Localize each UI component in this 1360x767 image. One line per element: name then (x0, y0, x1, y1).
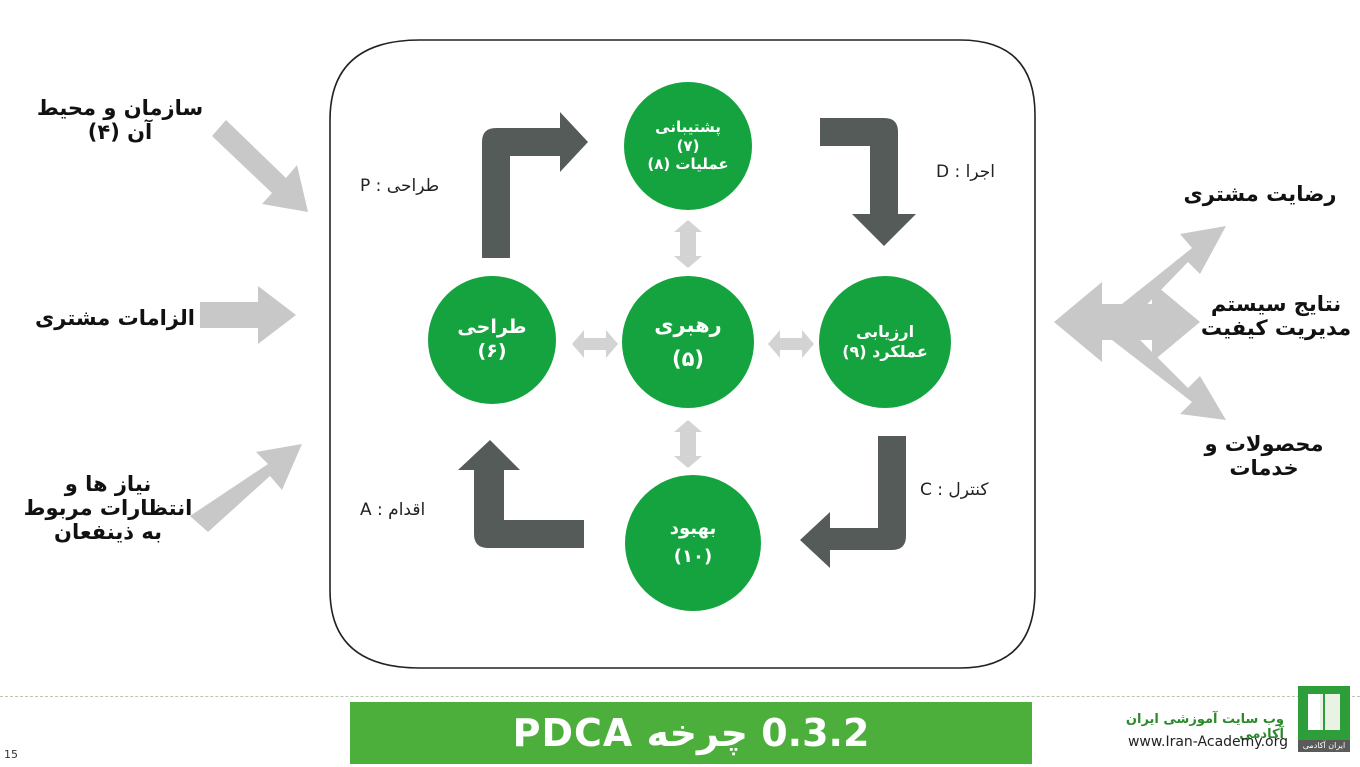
node-evaluation: ارزیابی عملکرد (۹) (819, 276, 951, 408)
input-stakeholder-needs-label: نیاز ها و انتظارات مربوط به ذینفعان (23, 472, 193, 545)
cycle-arrow-plan-to-do (482, 112, 588, 258)
node-evaluation-line1: ارزیابی (855, 322, 915, 341)
output-customer-satisfaction-label: رضایت مشتری (1183, 182, 1337, 206)
node-evaluation-circle (819, 276, 951, 408)
output-arrow-qms-results (1054, 282, 1200, 362)
output-qms-results-label: نتایج سیستم مدیریت کیفیت (1200, 292, 1352, 341)
node-improvement: بهبود (۱۰) (625, 475, 761, 611)
slide-title-bar: 0.3.2 چرخه PDCA (350, 702, 1032, 764)
cycle-arrow-do-to-check (820, 118, 916, 246)
node-improvement-circle (625, 475, 761, 611)
node-support-line3: عملیات (۸) (647, 155, 729, 174)
node-planning: طراحی (۶) (428, 276, 556, 404)
link-leadership-support (674, 220, 702, 268)
node-planning-line2: (۶) (477, 340, 507, 362)
input-org-context-label: سازمان و محیط آن (۴) (36, 96, 204, 145)
cycle-arrow-act-to-plan (458, 440, 584, 548)
output-arrow-customer-satisfaction (1112, 226, 1226, 326)
input-arrow-stakeholder-needs (190, 444, 302, 532)
link-leadership-evaluation (768, 330, 814, 358)
output-products-services-label: محصولات و خدمات (1204, 432, 1324, 481)
link-leadership-planning (572, 330, 618, 358)
output-arrow-products-services (1112, 326, 1226, 420)
node-improvement-line2: (۱۰) (673, 546, 713, 567)
node-planning-circle (428, 276, 556, 404)
cycle-arrow-check-to-act (800, 436, 906, 568)
node-evaluation-line2: عملکرد (۹) (842, 342, 928, 361)
node-improvement-line1: بهبود (669, 517, 717, 539)
node-support-line1: پشتیبانی (655, 117, 721, 136)
node-support: پشتیبانی (۷) عملیات (۸) (624, 82, 752, 210)
phase-check-label: C : کنترل (920, 480, 989, 500)
page-number: 15 (4, 748, 18, 761)
input-customer-requirements-label: الزامات مشتری (35, 306, 195, 330)
phase-do-label: D : اجرا (936, 162, 995, 182)
node-support-line2: (۷) (676, 136, 700, 155)
input-arrow-org-context (212, 120, 308, 212)
phase-plan-label: P : طراحی (360, 176, 440, 196)
book-logo-icon (1298, 686, 1350, 752)
node-leadership-line1: رهبری (654, 312, 722, 337)
node-support-circle (624, 82, 752, 210)
logo-text: ایران آکادمی (1302, 741, 1346, 750)
phase-act-label: A : اقدام (360, 500, 426, 520)
logo: ایران آکادمی (1296, 684, 1352, 754)
diagram-frame (329, 39, 1036, 669)
slide-title: 0.3.2 چرخه PDCA (512, 711, 870, 755)
node-leadership: رهبری (۵) (622, 276, 754, 408)
link-leadership-improvement (674, 420, 702, 468)
node-planning-line1: طراحی (457, 316, 527, 339)
footer-divider (0, 696, 1360, 697)
site-name: وب سایت آموزشی ایران آکادمی (1125, 712, 1284, 742)
node-leadership-line2: (۵) (671, 347, 705, 371)
node-leadership-circle (622, 276, 754, 408)
input-arrow-customer-requirements (200, 286, 296, 344)
site-url[interactable]: www.Iran-Academy.org (1127, 734, 1288, 750)
